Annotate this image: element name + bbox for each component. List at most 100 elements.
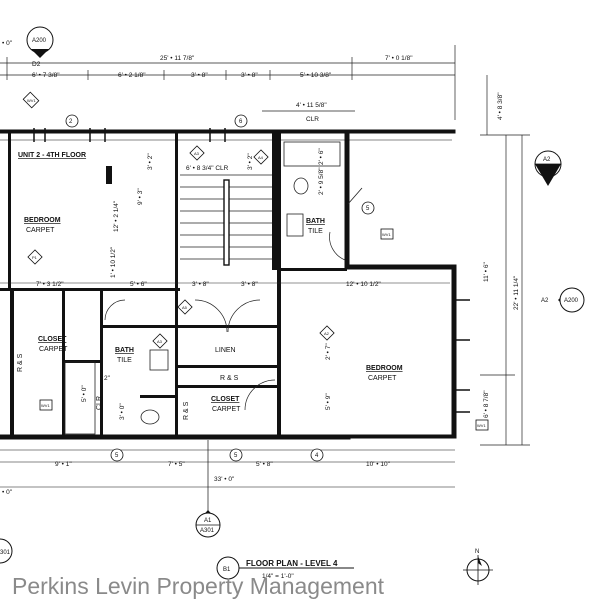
right-top-dim: 4' • 8 3/8"	[497, 92, 504, 120]
bedroom2-name: BEDROOM	[366, 365, 403, 372]
callout-a200-top-label: A200	[32, 38, 47, 44]
top-seg-2: 6' • 2 1/8"	[118, 72, 146, 79]
bottom-left-edge-dim: • 0"	[2, 489, 13, 496]
doors	[104, 231, 346, 411]
title-block: B1 FLOOR PLAN - LEVEL 4 1/4" = 1'-0"	[216, 556, 354, 580]
bath1-fixtures	[283, 141, 363, 237]
right-overall-dim: 22' • 11 1/4"	[513, 275, 520, 310]
tag-a3: A3	[194, 151, 200, 156]
rs3-label: R & S	[183, 401, 190, 420]
bottom-seg-2: 7' • 5"	[168, 461, 185, 468]
bath1-floor: TILE	[308, 228, 323, 235]
top-seg-3: 3' • 8"	[191, 72, 208, 79]
bed2-h2-dim: 5' • 9"	[325, 393, 332, 410]
bath2-fixtures	[140, 349, 169, 425]
bed-h-dim: 12' • 2 1/4"	[113, 200, 120, 232]
section-callout-a200-top: A200	[26, 26, 54, 58]
linen-label: LINEN	[215, 347, 236, 354]
grid-6-label: 6	[239, 119, 243, 125]
bath2-name: BATH	[115, 347, 134, 354]
hall-h-dim: 1' • 10 1/2"	[110, 246, 117, 278]
watermark: Perkins Levin Property Management	[12, 573, 385, 599]
tag-a3b: A3	[157, 339, 163, 344]
top-clr-label: CLR	[306, 116, 319, 123]
callout-a200-side-label: A200	[564, 298, 579, 304]
bed2-w-dim: 12' • 10 1/2"	[346, 281, 381, 288]
top-seg-1: 6' • 7 3/8"	[32, 72, 60, 79]
top-dimension-strings	[0, 45, 456, 120]
sheet-title: FLOOR PLAN - LEVEL 4	[246, 559, 338, 568]
closet2-name: CLOSET	[211, 396, 240, 403]
sheet-scale: 1/4" = 1'-0"	[262, 573, 294, 580]
callout-a2-label: A2	[543, 157, 551, 163]
tag-wv1-c: WV1	[41, 403, 50, 408]
bath-h-dim: 2' • 6"	[318, 148, 325, 165]
bath1-name: BATH	[306, 218, 325, 225]
tag-wv1-a: WV1	[27, 98, 36, 103]
tag-p1: P1	[32, 255, 38, 260]
elevation-callout-a200-side: A2 A200	[541, 287, 585, 313]
top-seg-4: 3' • 8"	[241, 72, 258, 79]
section-callout-left: 301	[0, 538, 13, 564]
hall-w-dim: 5' • 6"	[130, 281, 147, 288]
rs2-label: R & S	[220, 375, 239, 382]
top-overall-dim: 25' • 11 7/8"	[160, 55, 195, 62]
shower	[64, 361, 96, 435]
callout-a2-side-label: A2	[541, 298, 549, 304]
detail-tag: B1	[223, 567, 231, 573]
stair	[180, 174, 272, 266]
grid-5b-label: 5	[234, 453, 238, 459]
right-mid-dim: 11' • 6"	[483, 262, 490, 282]
clr-label: CLR	[96, 396, 103, 410]
callout-a1-label: A1	[204, 518, 212, 524]
callout-left-label: 301	[0, 550, 11, 556]
right-lower-dim: 6' • 8 7/8"	[483, 390, 490, 418]
top-right-overall-dim: 7' • 0 1/8"	[385, 55, 413, 62]
stair-h1-dim: 3' • 2"	[147, 153, 154, 170]
bedroom2-floor: CARPET	[368, 375, 397, 382]
tag-a5: A5	[182, 305, 188, 310]
section-callout-a1-a301: A1 A301	[195, 440, 221, 538]
top-left-edge-dim: • 0"	[2, 40, 13, 47]
closet1-name: CLOSET	[38, 336, 67, 343]
tag-a4: A4	[258, 155, 264, 160]
north-label: N	[475, 549, 479, 555]
bed-h2-dim: 9' • 3"	[137, 188, 144, 205]
bath-h2-dim: 2' • 9 5/8"	[318, 167, 325, 195]
north-arrow: N	[463, 549, 493, 585]
closet2-floor: CARPET	[212, 406, 241, 413]
tag-wv1-b: WV1	[382, 232, 391, 237]
closet-h-dim: 5' • 0"	[81, 385, 88, 402]
bottom-seg-1: 9' • 1"	[55, 461, 72, 468]
callout-a301-bottom-label: A301	[200, 528, 215, 534]
tag-a2b: A2	[324, 331, 330, 336]
top-d2-label: D2	[32, 61, 41, 68]
bath2-floor: TILE	[117, 357, 132, 364]
stair-h2-dim: 3' • 2"	[247, 153, 254, 170]
grid-5-side-label: 5	[366, 206, 370, 212]
grid-4-label: 4	[315, 453, 319, 459]
bed-w-dim: 7' • 3 1/2"	[36, 281, 64, 288]
bedroom1-name: BEDROOM	[24, 217, 61, 224]
closet1-floor: CARPET	[39, 346, 68, 353]
top-seg-5: 5' • 10 3/8"	[300, 72, 332, 79]
bottom-overall-dim: 33' • 0"	[214, 476, 235, 483]
grid-markers	[22, 91, 489, 462]
bottom-seg-4: 10' • 10"	[366, 461, 391, 468]
bath2-w-dim: 2"	[104, 375, 111, 382]
rs1-label: R & S	[17, 353, 24, 372]
window-marks	[33, 128, 470, 413]
bedroom1-floor: CARPET	[26, 227, 55, 234]
top-bath-width-dim: 4' • 11 5/8"	[296, 102, 327, 109]
bed2-h1-dim: 2' • 7"	[325, 343, 332, 360]
unit-title: UNIT 2 - 4TH FLOOR	[18, 152, 86, 159]
callout-a301-label: A301	[540, 167, 555, 173]
interior-walls	[0, 133, 347, 438]
grid-2-label: 2	[69, 119, 73, 125]
grid-5a-label: 5	[115, 453, 119, 459]
bath2-h-dim: 3' • 0"	[119, 403, 126, 420]
section-callout-a2-a301: A2 A301	[534, 150, 562, 186]
right-dimension-strings	[480, 75, 530, 446]
